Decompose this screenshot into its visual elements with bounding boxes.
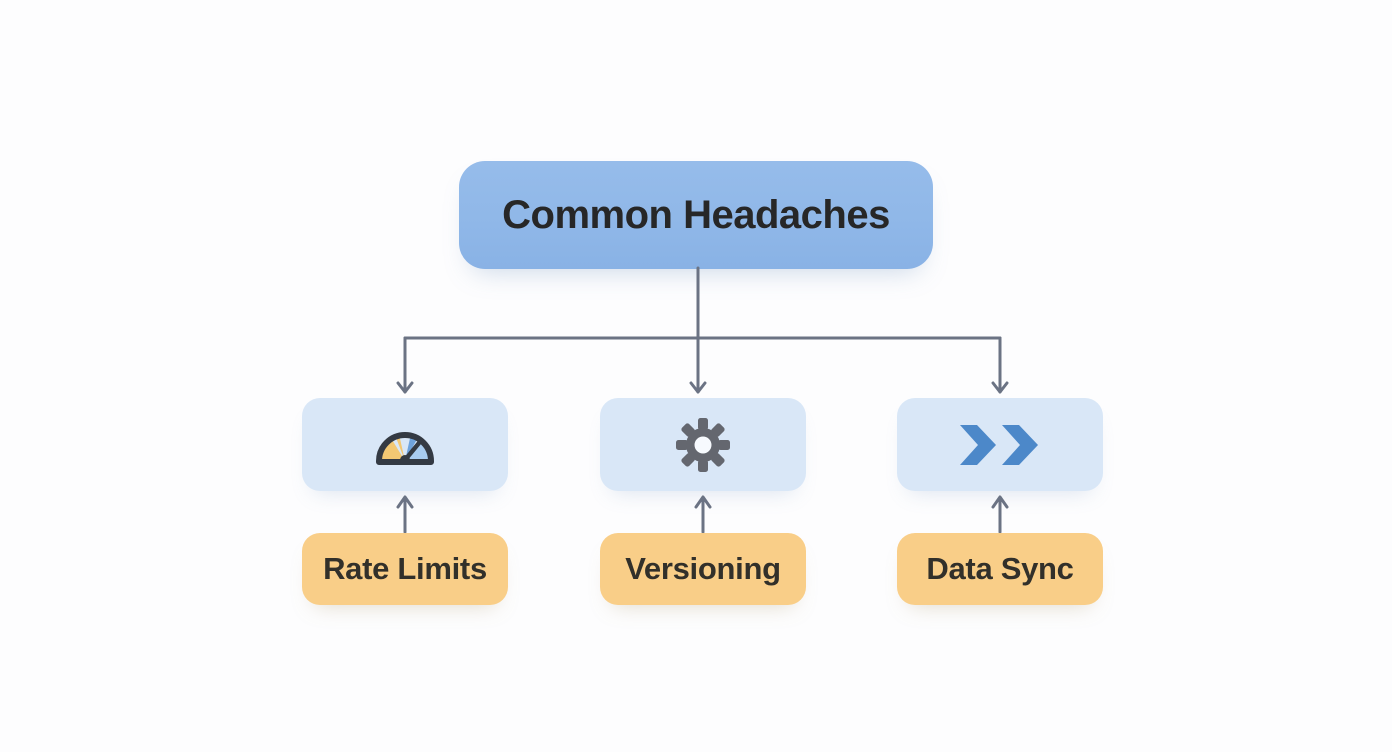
up-arrow-versioning xyxy=(694,495,712,534)
branch-label: Rate Limits xyxy=(323,551,487,586)
branch-label: Data Sync xyxy=(926,551,1074,586)
diagram-title: Common Headaches xyxy=(502,192,890,237)
up-arrow-data-sync xyxy=(991,495,1009,534)
label-node-versioning: Versioning xyxy=(600,533,806,605)
up-arrow-rate-limits xyxy=(396,495,414,534)
branch-label: Versioning xyxy=(625,551,781,586)
icon-node-versioning xyxy=(600,398,806,491)
icon-node-data-sync xyxy=(897,398,1103,491)
fast-forward-icon xyxy=(960,424,1038,465)
label-node-data-sync: Data Sync xyxy=(897,533,1103,605)
label-node-rate-limits: Rate Limits xyxy=(302,533,508,605)
title-node: Common Headaches xyxy=(459,161,933,269)
gauge-icon xyxy=(376,431,434,465)
branch-connector xyxy=(396,266,1009,394)
gear-icon xyxy=(676,417,730,472)
icon-node-rate-limits xyxy=(302,398,508,491)
